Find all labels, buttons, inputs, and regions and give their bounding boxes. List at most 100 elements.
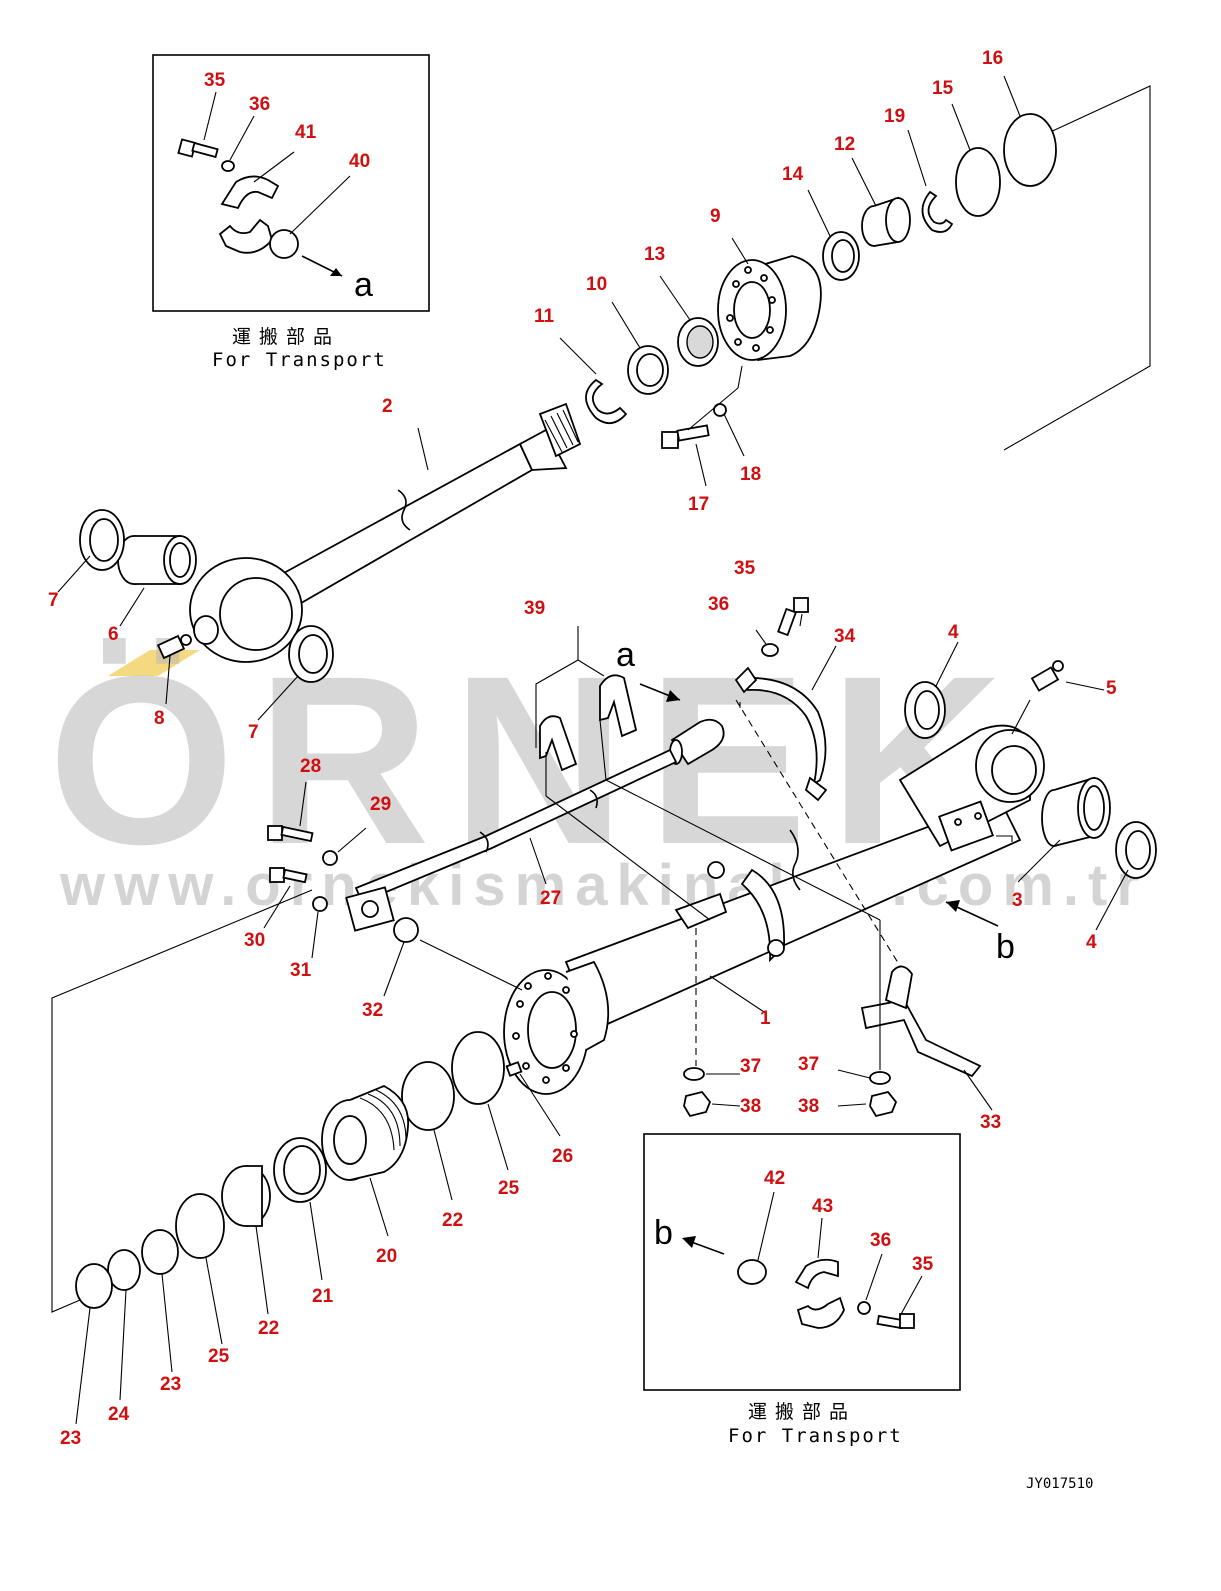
piping-group: a	[244, 558, 1013, 1133]
backup-ring-icon	[75, 1263, 113, 1309]
callout-23: 23	[60, 1428, 81, 1449]
callout-26: 26	[552, 1146, 573, 1167]
nut-icon	[683, 1090, 712, 1118]
bushing-icon	[1041, 776, 1111, 847]
reference-letter-a: a	[354, 266, 373, 304]
washer-icon	[322, 850, 338, 866]
callout-18: 18	[740, 464, 761, 485]
dust-seal-icon	[288, 625, 334, 683]
snap-ring-icon	[585, 378, 628, 424]
clamp-half-icon	[794, 1258, 839, 1290]
callout-36: 36	[249, 94, 270, 115]
bolt-icon	[777, 597, 809, 637]
callout-41: 41	[295, 122, 317, 143]
rod-thread	[538, 402, 582, 458]
packing-icon	[627, 345, 669, 395]
o-ring-icon	[141, 1229, 179, 1275]
inset-caption-en: For Transport	[212, 349, 387, 371]
pipe-clamp-icon	[742, 677, 827, 786]
snap-ring-icon	[921, 190, 954, 233]
dust-seal-icon	[79, 509, 125, 571]
callout-25: 25	[208, 1346, 230, 1367]
o-ring-icon	[737, 1259, 767, 1285]
callout-38: 38	[798, 1096, 819, 1117]
backup-ring-icon	[1003, 113, 1057, 187]
elbow-fitting-icon	[670, 718, 725, 766]
callout-35: 35	[912, 1254, 934, 1275]
washer-icon	[683, 1067, 705, 1081]
callout-7: 7	[48, 590, 59, 611]
bushing-icon	[861, 196, 911, 247]
callout-13: 13	[644, 244, 665, 265]
bracket-icon	[860, 998, 982, 1078]
hose-icon	[539, 715, 578, 772]
bushing-icon	[117, 535, 197, 585]
callout-21: 21	[312, 1286, 334, 1307]
inset-caption-jp: 運搬部品	[748, 1401, 856, 1423]
callout-33: 33	[980, 1112, 1001, 1133]
watermark-brand: ÖRNEK	[48, 626, 1025, 894]
callout-10: 10	[586, 274, 607, 295]
callout-35: 35	[734, 558, 756, 579]
piston-icon	[321, 1085, 409, 1181]
callout-14: 14	[782, 164, 804, 185]
grease-fitting-icon	[1030, 660, 1064, 692]
callout-11: 11	[534, 306, 555, 327]
callout-40: 40	[349, 151, 370, 172]
callout-37: 37	[740, 1056, 761, 1077]
callout-37: 37	[798, 1054, 819, 1075]
washer-icon	[221, 160, 235, 172]
inset-top-frame	[152, 54, 430, 312]
inset-caption-en: For Transport	[728, 1425, 903, 1447]
callout-16: 16	[982, 48, 1003, 69]
reference-letter-b: b	[654, 1214, 673, 1252]
callout-23: 23	[160, 1374, 181, 1395]
bolt-icon	[177, 138, 219, 159]
wear-ring-icon	[451, 1031, 505, 1105]
dust-seal-icon	[1115, 821, 1157, 879]
backup-ring-icon	[175, 1193, 225, 1259]
hose-icon	[599, 674, 638, 738]
callout-17: 17	[688, 494, 709, 515]
callout-43: 43	[812, 1196, 833, 1217]
callout-22: 22	[442, 1210, 463, 1231]
drawing-code: JY017510	[1026, 1476, 1093, 1492]
callout-19: 19	[884, 106, 905, 127]
washer-icon	[761, 643, 779, 657]
callout-30: 30	[244, 930, 265, 951]
callout-25: 25	[498, 1178, 520, 1199]
callout-29: 29	[370, 794, 391, 815]
callout-39: 39	[524, 598, 545, 619]
inset-bottom-frame	[643, 1133, 961, 1391]
callout-34: 34	[834, 626, 856, 647]
callout-22: 22	[258, 1318, 279, 1339]
cylinder-tube-assembly: b 1 3 4 4 5	[503, 622, 1157, 1095]
watermark: ÖRNEK www.ornekismakinalari.com.tr	[48, 626, 1148, 918]
reference-letter-a: a	[616, 636, 635, 674]
callout-42: 42	[764, 1168, 785, 1189]
bolt-icon	[876, 1313, 915, 1330]
piston-ring-icon	[273, 1137, 327, 1203]
callout-9: 9	[710, 206, 721, 227]
callout-12: 12	[834, 134, 855, 155]
wear-ring-icon	[401, 1061, 455, 1131]
callout-36: 36	[870, 1230, 891, 1251]
clamp-half-icon	[218, 218, 274, 254]
bolt-icon	[267, 825, 314, 843]
bolt-icon	[269, 867, 308, 884]
callout-7: 7	[248, 722, 259, 743]
callout-15: 15	[932, 78, 954, 99]
clamp-half-icon	[220, 175, 280, 210]
callout-24: 24	[108, 1404, 130, 1425]
o-ring-icon	[955, 147, 1001, 217]
grease-fitting-icon	[156, 634, 192, 660]
callout-1: 1	[760, 1008, 771, 1029]
callout-4: 4	[948, 622, 959, 643]
callout-35: 35	[204, 70, 226, 91]
o-ring-icon	[107, 1249, 141, 1291]
watermark-url: www.ornekismakinalari.com.tr	[59, 853, 1148, 918]
inset-bottom: b 42 43 36 35 運搬部品 For Transport	[643, 1133, 961, 1447]
callout-36: 36	[708, 594, 729, 615]
